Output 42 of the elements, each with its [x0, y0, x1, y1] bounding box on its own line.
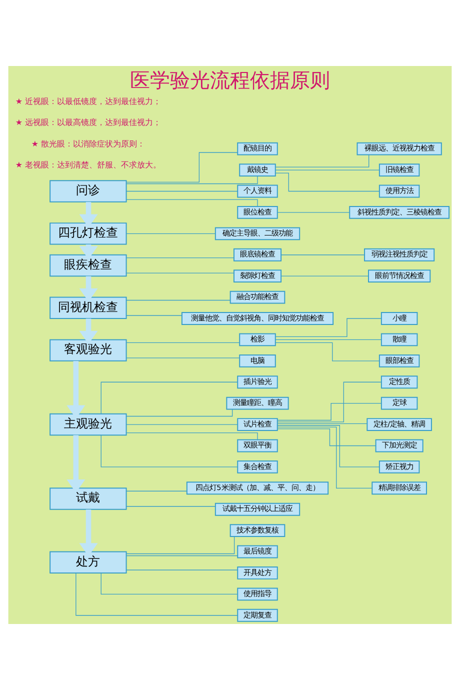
connector	[275, 172, 380, 192]
connector	[277, 425, 380, 468]
node-box: 主观验光	[50, 413, 127, 436]
connector	[126, 409, 233, 417]
connector	[126, 300, 231, 301]
connector	[280, 254, 365, 256]
connector	[126, 342, 240, 344]
connector	[277, 428, 376, 446]
node-box: 眼疾检查	[50, 254, 127, 277]
connector	[275, 154, 370, 168]
node-box: 处方	[50, 551, 127, 574]
connector	[126, 233, 216, 234]
connector	[275, 318, 382, 338]
node-box: 四孔灯检查	[50, 222, 127, 245]
connector	[277, 382, 382, 422]
node-box: 同视机检查	[50, 296, 127, 319]
node-box: 客观验光	[50, 339, 127, 362]
connector	[100, 434, 238, 468]
connector	[126, 176, 258, 184]
connector	[277, 402, 382, 421]
connector	[126, 424, 238, 425]
connector	[277, 212, 350, 213]
connector	[275, 342, 380, 362]
connector	[126, 199, 258, 207]
connector	[277, 426, 372, 488]
node-box: 试戴	[50, 488, 127, 510]
connector	[126, 152, 238, 183]
connector	[126, 555, 238, 556]
connector	[275, 339, 382, 340]
connector	[76, 572, 238, 616]
node-box: 问诊	[50, 180, 127, 202]
connector	[126, 506, 216, 507]
connector	[100, 382, 238, 414]
connector	[126, 190, 238, 192]
connector	[126, 490, 188, 492]
connector	[126, 315, 182, 316]
connector	[100, 572, 238, 595]
diagram-title: 医学验光流程依据原则	[130, 69, 330, 92]
connector	[126, 272, 234, 274]
connector	[277, 423, 368, 424]
connector	[126, 432, 258, 440]
connector	[126, 536, 235, 554]
